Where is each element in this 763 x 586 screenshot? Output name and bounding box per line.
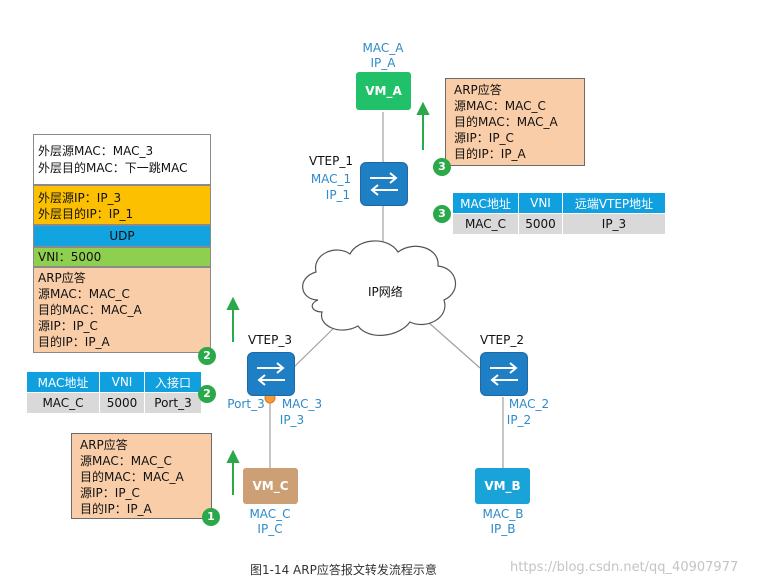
arp-line: ARP应答: [454, 83, 502, 97]
switch-arrows-icon: [370, 172, 398, 196]
step2-badge-table: 2: [198, 385, 216, 403]
step3-badge-table: 3: [433, 205, 451, 223]
col-mac: MAC地址: [26, 371, 100, 393]
vtep1-name: VTEP_1: [309, 154, 353, 168]
vtep1-mac-table: MAC地址 VNI 远端VTEP地址 MAC_C 5000 IP_3: [452, 192, 666, 235]
arp-line: 源MAC：MAC_C: [454, 99, 546, 113]
cell-vni: 5000: [518, 213, 563, 235]
link-cloud-vtep3: [292, 321, 341, 369]
packet-vni: VNI：5000: [33, 247, 211, 267]
inner-line: 目的MAC：MAC_A: [38, 303, 142, 317]
arp-line: 源MAC：MAC_C: [80, 454, 172, 468]
vtep3-port: Port_3: [227, 397, 265, 411]
arp-line: 目的IP：IP_A: [454, 147, 526, 161]
cell-remote-vtep: IP_3: [562, 213, 666, 235]
vma-ip: IP_A: [370, 56, 396, 70]
col-in-port: 入接口: [144, 371, 202, 393]
switch-arrows-icon: [490, 362, 518, 386]
switch-arrows-icon: [257, 362, 285, 386]
col-mac: MAC地址: [452, 192, 519, 214]
arp-line: 源IP：IP_C: [454, 131, 514, 145]
col-vni: VNI: [518, 192, 563, 214]
cell-in-port: Port_3: [144, 392, 202, 414]
vtep2-switch-icon[interactable]: [480, 352, 528, 396]
cell-mac: MAC_C: [452, 213, 519, 235]
arrow-step3: [416, 101, 430, 150]
col-remote-vtep: 远端VTEP地址: [562, 192, 666, 214]
packet-outer-ip: 外层源IP：IP_3 外层目的IP：IP_1: [33, 185, 211, 225]
vtep3-switch-icon[interactable]: [247, 352, 295, 396]
packet-outer-mac: 外层源MAC：MAC_3 外层目的MAC：下一跳MAC: [33, 134, 211, 185]
vtep1-mac: MAC_1: [310, 172, 352, 186]
outer-dst-ip: 外层目的IP：IP_1: [38, 207, 134, 221]
vm-b-node[interactable]: VM_B: [475, 468, 530, 504]
arrow-step2: [226, 296, 240, 342]
vma-mac: MAC_A: [362, 41, 404, 55]
arp-reply-box-vtep1: ARP应答 源MAC：MAC_C 目的MAC：MAC_A 源IP：IP_C 目的…: [445, 78, 585, 166]
vtep2-mac: MAC_2: [508, 397, 550, 411]
step3-badge: 3: [433, 158, 451, 176]
vtep2-ip: IP_2: [506, 413, 532, 427]
vmc-mac: MAC_C: [249, 507, 291, 521]
inner-line: 源IP：IP_C: [38, 319, 98, 333]
step2-badge: 2: [198, 347, 216, 365]
watermark: https://blog.csdn.net/qq_40907977: [510, 560, 739, 575]
packet-udp: UDP: [33, 225, 211, 247]
cloud-label: IP网络: [368, 285, 403, 299]
vtep3-ip: IP_3: [279, 413, 305, 427]
link-cloud-vtep2: [427, 321, 481, 369]
arp-reply-box-vmc: ARP应答 源MAC：MAC_C 目的MAC：MAC_A 源IP：IP_C 目的…: [71, 433, 212, 519]
vtep1-switch-icon[interactable]: [360, 162, 408, 206]
vtep3-name: VTEP_3: [248, 333, 292, 347]
inner-line: ARP应答: [38, 271, 86, 285]
arp-line: 目的MAC：MAC_A: [80, 470, 184, 484]
arrow-step1: [226, 449, 240, 495]
cell-vni: 5000: [99, 392, 145, 414]
outer-dst-mac: 外层目的MAC：下一跳MAC: [38, 161, 188, 175]
arp-line: 目的IP：IP_A: [80, 502, 152, 516]
ip-network-cloud: [302, 240, 457, 336]
arp-line: 源IP：IP_C: [80, 486, 140, 500]
vtep3-mac-table: MAC地址 VNI 入接口 MAC_C 5000 Port_3: [26, 371, 202, 414]
vtep3-mac: MAC_3: [281, 397, 323, 411]
inner-line: 目的IP：IP_A: [38, 335, 110, 349]
vmb-mac: MAC_B: [482, 507, 524, 521]
outer-src-ip: 外层源IP：IP_3: [38, 191, 122, 205]
figure-caption: 图1-14 ARP应答报文转发流程示意: [250, 563, 437, 577]
packet-inner-arp: ARP应答 源MAC：MAC_C 目的MAC：MAC_A 源IP：IP_C 目的…: [33, 267, 211, 353]
inner-line: 源MAC：MAC_C: [38, 287, 130, 301]
vmc-ip: IP_C: [257, 522, 283, 536]
vm-a-node[interactable]: VM_A: [356, 72, 411, 110]
cell-mac: MAC_C: [26, 392, 100, 414]
vtep2-name: VTEP_2: [480, 333, 524, 347]
outer-src-mac: 外层源MAC：MAC_3: [38, 144, 154, 158]
arp-line: ARP应答: [80, 438, 128, 452]
step1-badge: 1: [202, 508, 220, 526]
vmb-ip: IP_B: [490, 522, 516, 536]
arp-line: 目的MAC：MAC_A: [454, 115, 558, 129]
vm-c-node[interactable]: VM_C: [243, 468, 298, 504]
vtep1-ip: IP_1: [325, 188, 351, 202]
col-vni: VNI: [99, 371, 145, 393]
